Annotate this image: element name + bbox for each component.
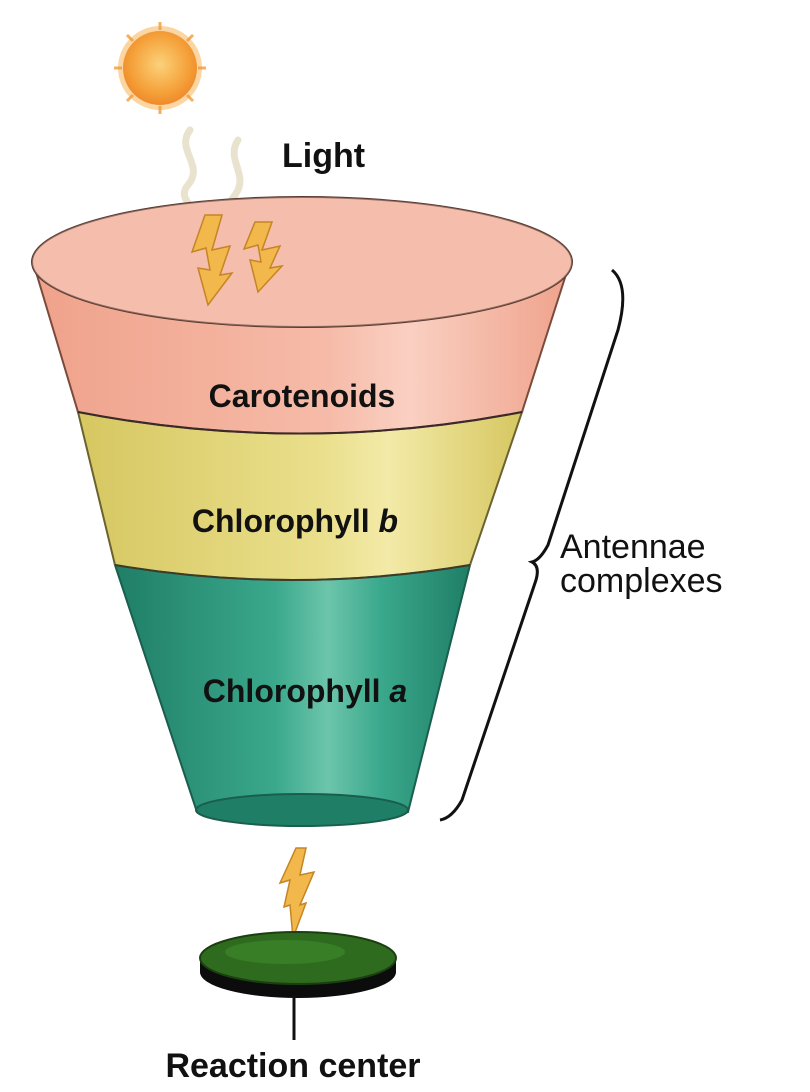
antennae-complexes-label-line1: Antennae xyxy=(560,528,706,566)
reaction-center-disk xyxy=(200,932,396,998)
sun-icon xyxy=(114,22,206,114)
carotenoids-label: Carotenoids xyxy=(209,378,396,414)
energy-transfer-arrow-icon xyxy=(280,848,314,938)
chlorophyll-b-label: Chlorophyll b xyxy=(192,503,398,539)
reaction-center-label: Reaction center xyxy=(165,1047,420,1085)
chlorophyll-b-layer xyxy=(78,412,522,580)
antennae-complexes-label-line2: complexes xyxy=(560,562,723,600)
chlorophyll-a-label: Chlorophyll a xyxy=(203,673,407,709)
light-label: Light xyxy=(282,137,365,175)
